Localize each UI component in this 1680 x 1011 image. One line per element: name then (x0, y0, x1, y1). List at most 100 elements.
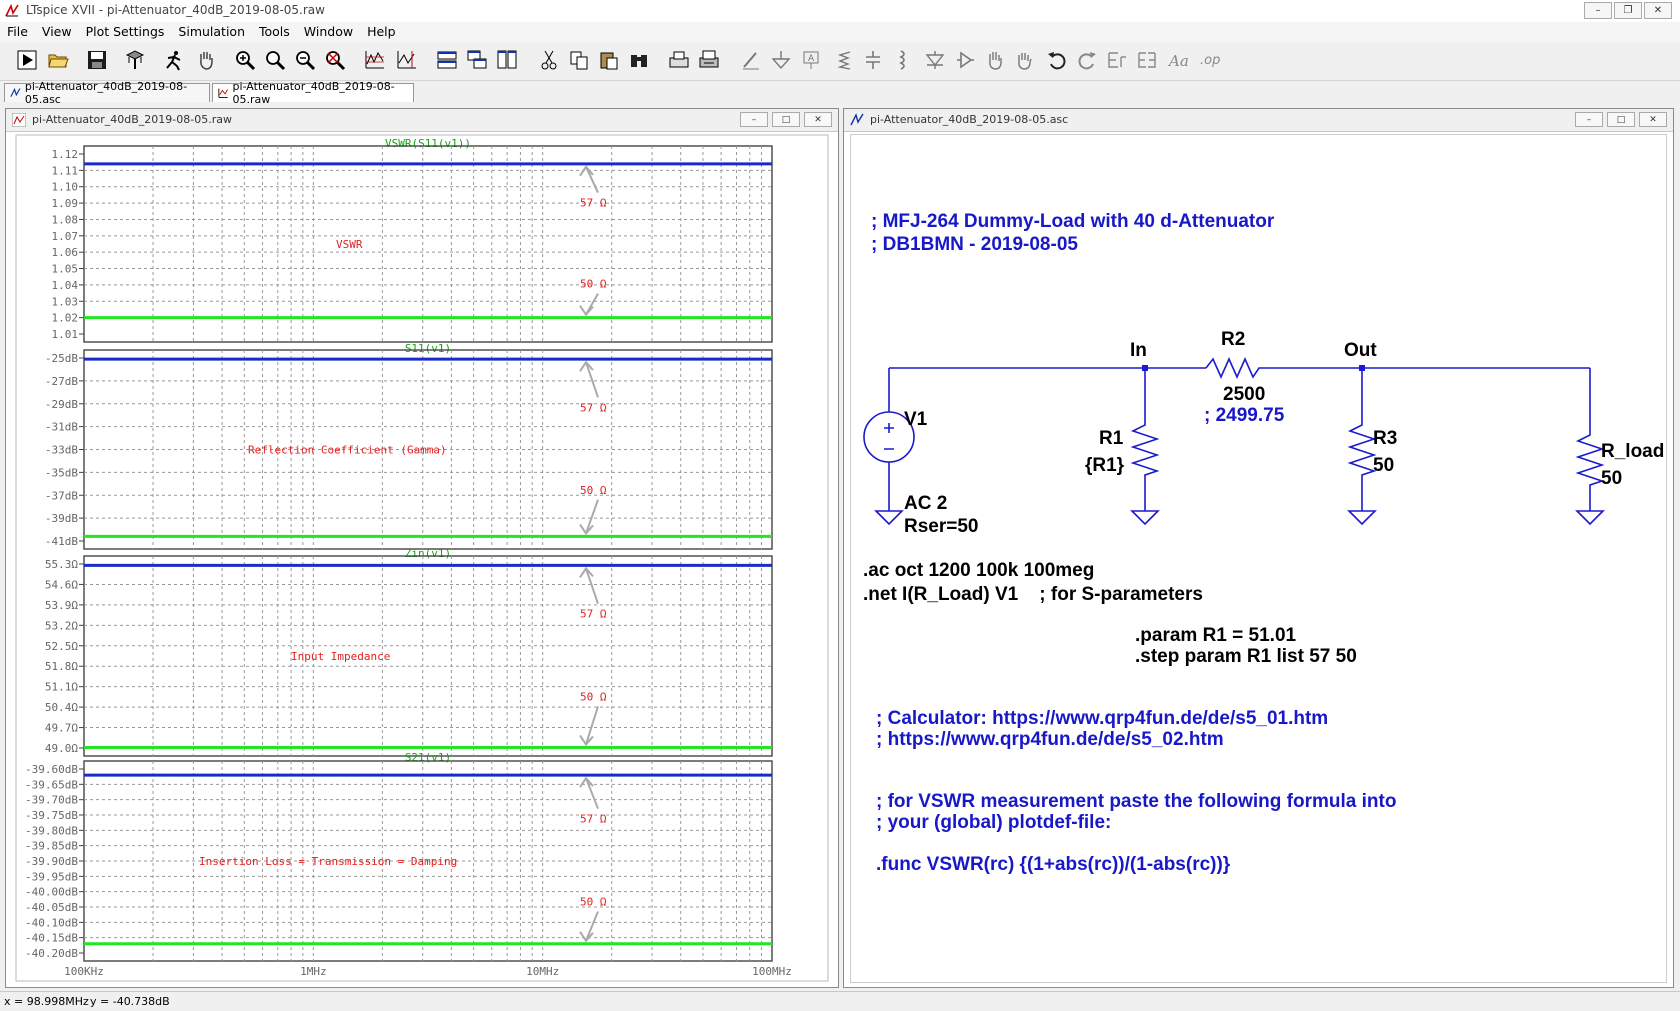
waveform-plot-area[interactable]: VSWR(S11(v1))1.121.111.101.091.081.071.0… (6, 131, 838, 987)
menu-help[interactable]: Help (367, 24, 396, 39)
directive-net[interactable]: .net I(R_Load) V1 ; for S-parameters (863, 584, 1203, 605)
schematic-minimize-button[interactable]: – (1575, 112, 1603, 127)
cascade-icon[interactable] (464, 47, 490, 73)
zoom-fit-icon[interactable] (322, 47, 348, 73)
paste-icon[interactable] (596, 47, 622, 73)
schematic-maximize-button[interactable]: □ (1607, 112, 1635, 127)
y-tick-label: -40.10dB (25, 916, 78, 929)
drag-icon[interactable] (1012, 47, 1038, 73)
y-tick-label: 53.2Ω (45, 619, 78, 632)
menu-tools[interactable]: Tools (259, 24, 290, 39)
text-icon[interactable]: Aa (1166, 47, 1192, 73)
rload-value[interactable]: 50 (1601, 468, 1623, 489)
tab-schematic[interactable]: pi-Attenuator_40dB_2019-08-05.asc (4, 80, 210, 106)
net-label-out[interactable]: Out (1344, 340, 1377, 361)
menu-view[interactable]: View (41, 24, 72, 39)
cut-icon[interactable] (536, 47, 562, 73)
arrow-annotation (579, 499, 599, 536)
net-label-in[interactable]: In (1130, 340, 1147, 361)
y-tick-label: -25dB (45, 352, 78, 365)
capacitor-icon[interactable] (860, 47, 886, 73)
pan-icon[interactable] (193, 47, 219, 73)
title-bar: LTspice XVII - pi-Attenuator_40dB_2019-0… (0, 0, 1680, 23)
schematic-window: pi-Attenuator_40dB_2019-08-05.asc – □ ✕ (843, 108, 1674, 988)
inductor-icon[interactable] (890, 47, 916, 73)
rload-name[interactable]: R_load (1601, 441, 1665, 462)
v1-value-ac[interactable]: AC 2 (904, 493, 948, 514)
directive-step[interactable]: .step param R1 list 57 50 (1135, 646, 1357, 667)
run-icon[interactable] (14, 47, 40, 73)
y-tick-label: -33dB (45, 444, 78, 457)
x-tick-label: 10MHz (526, 965, 559, 978)
zoom-in-icon[interactable] (232, 47, 258, 73)
r2-value[interactable]: 2500 (1223, 384, 1266, 405)
waveform-minimize-button[interactable]: – (740, 112, 768, 127)
y-tick-label: 49.7Ω (45, 722, 78, 735)
menu-plot-settings[interactable]: Plot Settings (85, 24, 165, 39)
control-panel-icon[interactable] (122, 47, 148, 73)
rotate-icon[interactable] (1104, 47, 1130, 73)
copy-icon[interactable] (566, 47, 592, 73)
schematic-close-button[interactable]: ✕ (1639, 112, 1667, 127)
move-icon[interactable] (982, 47, 1008, 73)
schematic-canvas[interactable]: ; MFJ-264 Dummy-Load with 40 d-Attenuato… (850, 134, 1667, 983)
label-icon[interactable]: A (798, 47, 824, 73)
pane-annotation: VSWR (336, 238, 363, 251)
schematic-wiring (863, 357, 1605, 526)
y-tick-label: 55.3Ω (45, 558, 78, 571)
r1-value[interactable]: {R1} (1085, 455, 1125, 476)
undo-icon[interactable] (1044, 47, 1070, 73)
plot-background (15, 134, 829, 982)
x-tick-label: 100KHz (64, 965, 104, 978)
minimize-button[interactable]: – (1584, 2, 1612, 19)
ground-icon[interactable] (768, 47, 794, 73)
directive-func[interactable]: .func VSWR(rc) {(1+abs(rc))/(1-abs(rc))} (876, 854, 1231, 875)
v1-name[interactable]: V1 (904, 409, 928, 430)
tile-horizontal-icon[interactable] (434, 47, 460, 73)
resistor-icon[interactable] (830, 47, 856, 73)
save-icon[interactable] (84, 47, 110, 73)
cursor-y-readout: y = -40.738dB (90, 995, 170, 1008)
waveform-maximize-button[interactable]: □ (772, 112, 800, 127)
tile-vertical-icon[interactable] (494, 47, 520, 73)
r3-name[interactable]: R3 (1373, 428, 1398, 449)
zoom-box-icon[interactable] (262, 47, 288, 73)
y-tick-label: 1.05 (52, 263, 79, 276)
y-tick-label: 49.0Ω (45, 742, 78, 755)
y-tick-label: -39.65dB (25, 778, 78, 791)
menu-simulation[interactable]: Simulation (178, 24, 245, 39)
close-button[interactable]: ✕ (1644, 2, 1672, 19)
component-icon[interactable] (952, 47, 978, 73)
autorange-icon[interactable] (362, 47, 388, 73)
y-tick-label: 54.6Ω (45, 578, 78, 591)
halt-icon[interactable] (161, 47, 187, 73)
zoom-out-icon[interactable] (292, 47, 318, 73)
open-icon[interactable] (45, 47, 71, 73)
mirror-icon[interactable] (1134, 47, 1160, 73)
directive-param[interactable]: .param R1 = 51.01 (1135, 625, 1297, 646)
pane-title: Zin(v1) (405, 547, 451, 560)
directive-ac[interactable]: .ac oct 1200 100k 100meg (863, 560, 1095, 581)
r1-name[interactable]: R1 (1099, 428, 1124, 449)
y-tick-label: 1.04 (52, 279, 79, 292)
ruler-icon[interactable] (394, 47, 420, 73)
print-icon[interactable] (696, 47, 722, 73)
y-tick-label: -39.75dB (25, 809, 78, 822)
menu-window[interactable]: Window (303, 24, 354, 39)
wire-icon[interactable] (738, 47, 764, 73)
waveform-close-button[interactable]: ✕ (804, 112, 832, 127)
tab-waveform[interactable]: pi-Attenuator_40dB_2019-08-05.raw (212, 80, 414, 106)
series-label: 57 Ω (580, 608, 607, 621)
restore-button[interactable]: ❐ (1614, 2, 1642, 19)
v1-value-rser[interactable]: Rser=50 (904, 516, 979, 537)
menu-file[interactable]: File (7, 24, 28, 39)
r2-name[interactable]: R2 (1221, 329, 1246, 350)
print-setup-icon[interactable] (666, 47, 692, 73)
y-tick-label: 1.08 (52, 213, 79, 226)
diode-icon[interactable] (922, 47, 948, 73)
r3-value[interactable]: 50 (1373, 455, 1395, 476)
spice-directive-icon[interactable]: .op (1198, 47, 1224, 73)
redo-icon[interactable] (1074, 47, 1100, 73)
y-tick-label: -41dB (45, 535, 78, 548)
find-icon[interactable] (626, 47, 652, 73)
